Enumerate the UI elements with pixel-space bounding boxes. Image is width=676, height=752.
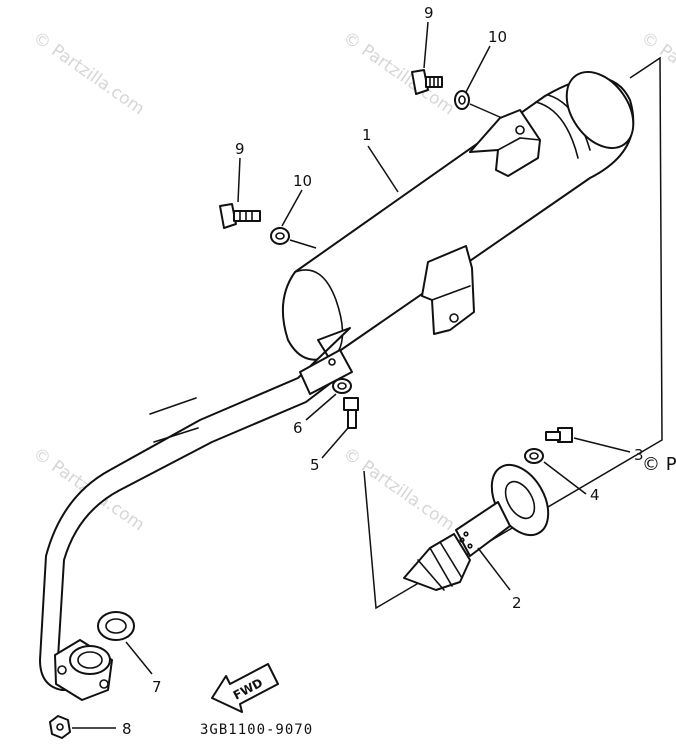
watermark: © Partzilla.com	[339, 444, 458, 536]
watermark: © Partzilla.com	[339, 28, 458, 120]
mount-washer-mid	[270, 227, 290, 245]
mid-bracket	[421, 245, 475, 335]
callouts: 1 9 10 9 10 6 5 2 3 4 7 8 © P	[122, 4, 676, 738]
baffle-bolt	[545, 427, 573, 443]
port-flange	[54, 639, 113, 701]
callout-mount-washer-top: 10	[488, 28, 507, 46]
port-gasket	[97, 611, 135, 641]
leader-lines	[72, 21, 631, 729]
watermark-edge: © P	[642, 454, 676, 475]
mount-washer-top	[454, 90, 470, 110]
callout-baffle-bolt: 3	[634, 446, 644, 464]
baffle-washer	[524, 448, 544, 464]
callout-mount-bolt-top: 9	[424, 4, 434, 22]
callout-baffle: 2	[512, 594, 522, 612]
callout-baffle-washer: 4	[590, 486, 600, 504]
fwd-arrow: FWD	[211, 663, 279, 713]
callout-bracket-bolt: 5	[310, 456, 320, 474]
top-bracket	[469, 109, 541, 177]
diagram-code: 3GB1100-9070	[200, 722, 313, 738]
callout-mount-bolt-mid: 9	[235, 140, 245, 158]
mount-bolt-top	[411, 69, 443, 95]
callout-bracket-washer: 6	[293, 419, 303, 437]
bracket-washer	[332, 378, 352, 394]
muffler	[281, 71, 635, 361]
mount-bolt-mid	[219, 203, 261, 229]
callout-port-gasket: 7	[152, 678, 162, 696]
assembly-outline	[363, 56, 663, 610]
callout-muffler: 1	[362, 126, 372, 144]
callout-flange-nut: 8	[122, 720, 132, 738]
head-pipe	[39, 327, 353, 691]
baffle	[403, 463, 550, 591]
flange-nut	[49, 715, 71, 739]
bracket-bolt	[343, 397, 359, 429]
watermark: © Partzilla.com	[29, 28, 148, 120]
callout-mount-washer-mid: 10	[293, 172, 312, 190]
watermark: © Partzilla.com	[637, 28, 676, 120]
